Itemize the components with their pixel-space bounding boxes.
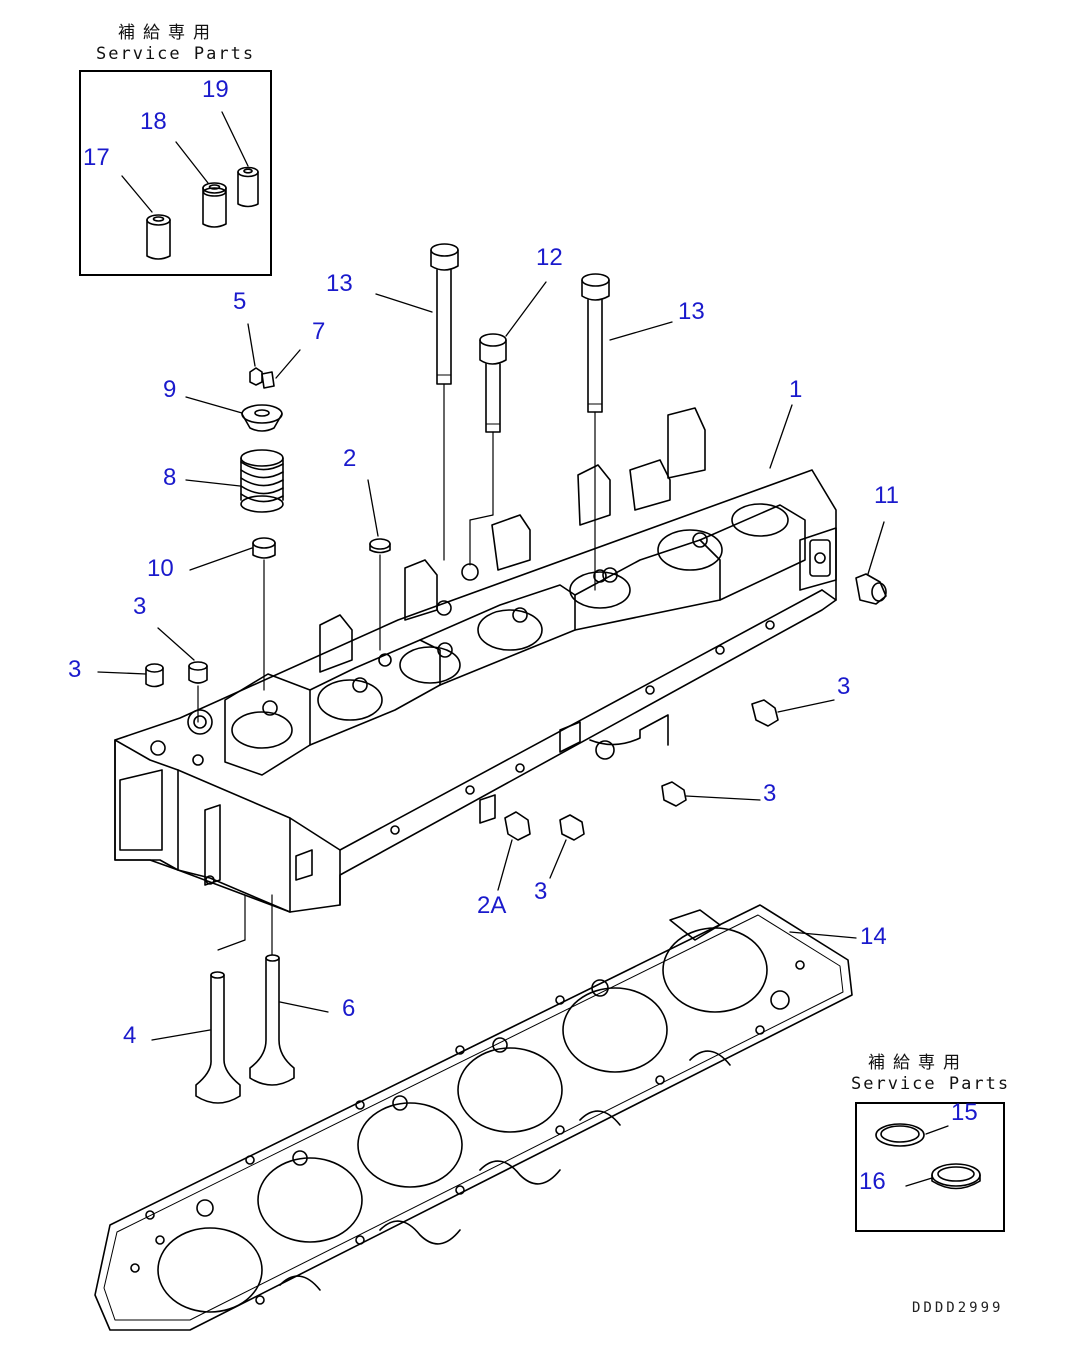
part-2A-plug	[504, 811, 531, 841]
part-3-plug-left-a	[145, 663, 164, 688]
callout-9[interactable]: 9	[163, 376, 177, 403]
callout-3-upper-left[interactable]: 3	[133, 593, 147, 620]
callout-8[interactable]: 8	[163, 464, 177, 491]
service-parts-box-top	[79, 70, 272, 276]
service-parts-box-bottom	[855, 1102, 1005, 1232]
part-4-valve	[195, 894, 246, 1104]
part-1-cylinder-head	[114, 407, 837, 913]
part-12-bolt	[479, 333, 507, 433]
callout-1[interactable]: 1	[789, 376, 803, 403]
leader-lines	[97, 111, 949, 1187]
part-15-ring	[875, 1123, 925, 1147]
callout-16[interactable]: 16	[859, 1168, 886, 1195]
part-5-collet	[249, 367, 263, 386]
part-16-ring	[931, 1163, 981, 1190]
callout-18[interactable]: 18	[140, 108, 167, 135]
callout-17[interactable]: 17	[83, 144, 110, 171]
part-9-retainer	[241, 404, 283, 432]
part-3-plug-bottom	[559, 814, 585, 841]
part-7-collet	[261, 371, 275, 389]
callout-2A[interactable]: 2A	[477, 892, 507, 919]
part-19-sleeve	[237, 166, 259, 208]
part-11-plug	[855, 573, 887, 605]
service-parts-title-jp-bottom: 補給専用	[868, 1053, 968, 1073]
callout-10[interactable]: 10	[147, 555, 174, 582]
part-10-seal	[252, 537, 276, 691]
callout-19[interactable]: 19	[202, 76, 229, 103]
callout-6[interactable]: 6	[342, 995, 356, 1022]
callout-2[interactable]: 2	[343, 445, 357, 472]
service-parts-title-jp-top: 補給専用	[118, 23, 218, 43]
service-parts-title-en-bottom: Service Parts	[851, 1074, 1011, 1094]
callout-3-right-lower[interactable]: 3	[763, 780, 777, 807]
callout-13-right[interactable]: 13	[678, 298, 705, 325]
callout-12[interactable]: 12	[536, 244, 563, 271]
part-13-bolt-right	[581, 273, 610, 413]
part-3-plug-side-upper	[751, 699, 779, 727]
part-17-sleeve	[146, 214, 171, 260]
part-3-plug-side-lower	[661, 781, 687, 807]
callout-3-right-upper[interactable]: 3	[837, 673, 851, 700]
callout-14[interactable]: 14	[860, 923, 887, 950]
part-2-plug	[369, 538, 391, 651]
drawing-number: DDDD2999	[912, 1300, 1004, 1316]
part-13-bolt-left	[430, 243, 459, 385]
part-8-spring	[240, 449, 284, 513]
service-parts-title-en-top: Service Parts	[96, 44, 256, 64]
part-14-head-gasket	[94, 904, 853, 1331]
callout-4[interactable]: 4	[123, 1022, 137, 1049]
part-6-valve	[249, 894, 295, 1086]
callout-5[interactable]: 5	[233, 288, 247, 315]
callout-11[interactable]: 11	[874, 482, 899, 509]
callout-13-left[interactable]: 13	[326, 270, 353, 297]
callout-3-left[interactable]: 3	[68, 656, 82, 683]
callout-3-bottom[interactable]: 3	[534, 878, 548, 905]
part-18-sleeve	[202, 182, 227, 228]
bolt-guide-lines	[443, 383, 596, 591]
callout-7[interactable]: 7	[312, 318, 326, 345]
callout-15[interactable]: 15	[951, 1099, 978, 1126]
